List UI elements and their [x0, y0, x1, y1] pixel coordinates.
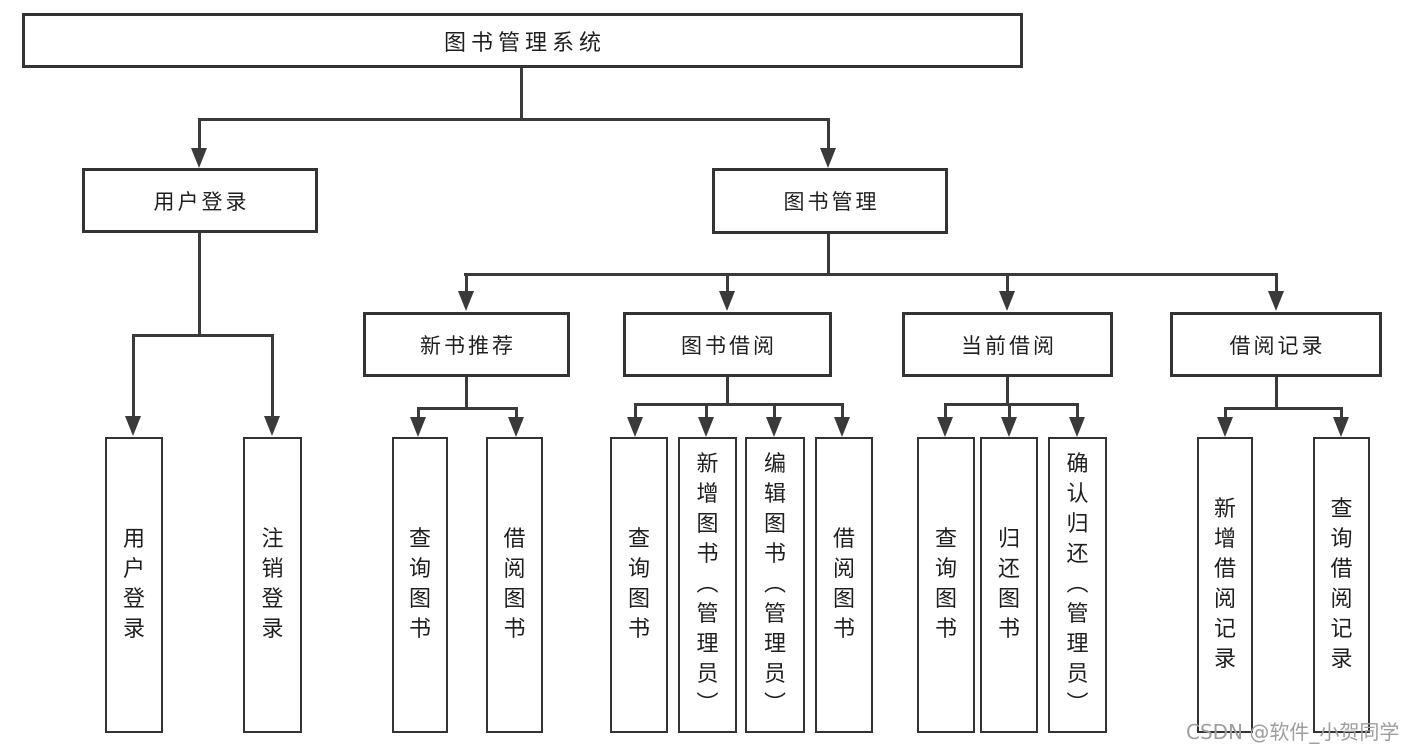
connector-line	[417, 407, 420, 420]
node-user-login-action: 用 户 登 录	[105, 437, 163, 733]
node-label: 新 增 借 阅 记 录	[1213, 497, 1236, 672]
node-label: 新 增 图 书 ︵ 管 理 员 ︶	[696, 452, 719, 717]
node-label: 查 询 借 阅 记 录	[1330, 497, 1353, 672]
node-edit-books-admin: 编 辑 图 书 ︵ 管 理 员 ︶	[745, 437, 805, 733]
connector-line	[198, 118, 830, 121]
node-label: 借 阅 图 书	[832, 527, 855, 642]
connector-line	[520, 68, 523, 119]
connector-line	[634, 403, 844, 406]
arrowhead	[1217, 417, 1233, 437]
node-new-book-recommend: 新书推荐	[363, 312, 570, 377]
node-label: 确 认 归 还 ︵ 管 理 员 ︶	[1066, 452, 1089, 717]
arrowhead	[719, 291, 735, 311]
connector-line	[1006, 273, 1009, 292]
arrowhead	[1333, 417, 1349, 437]
arrowhead	[937, 417, 953, 437]
connector-line	[465, 273, 468, 292]
node-label: 借阅记录	[1229, 333, 1326, 358]
connector-line	[1008, 403, 1011, 418]
connector-line	[198, 118, 201, 150]
arrowhead	[125, 416, 141, 436]
connector-line	[1340, 407, 1343, 420]
arrowhead	[410, 417, 426, 437]
connector-line	[841, 403, 844, 418]
node-label: 归 还 图 书	[997, 527, 1020, 642]
node-add-books-admin: 新 增 图 书 ︵ 管 理 员 ︶	[678, 437, 737, 733]
node-recommend-query-books: 查 询 图 书	[392, 437, 448, 733]
node-label: 用 户 登 录	[122, 527, 145, 642]
arrowhead	[999, 291, 1015, 311]
node-current-borrow: 当前借阅	[902, 312, 1113, 377]
connector-line	[944, 403, 1079, 406]
node-label: 注 销 登 录	[261, 527, 284, 642]
node-book-management: 图书管理	[712, 168, 948, 234]
arrowhead	[820, 148, 836, 168]
connector-line	[726, 377, 729, 406]
node-book-borrow: 图书借阅	[623, 312, 832, 377]
node-label: 新书推荐	[420, 333, 516, 358]
node-confirm-return-admin: 确 认 归 还 ︵ 管 理 员 ︶	[1048, 437, 1107, 733]
connector-line	[1224, 407, 1343, 410]
connector-line	[1006, 377, 1009, 406]
arrowhead	[627, 417, 643, 437]
node-label: 编 辑 图 书 ︵ 管 理 员 ︶	[763, 452, 786, 717]
node-label: 查 询 图 书	[408, 527, 431, 642]
connector-line	[417, 407, 518, 410]
node-add-borrow-record: 新 增 借 阅 记 录	[1197, 437, 1253, 733]
node-query-borrow-record: 查 询 借 阅 记 录	[1313, 437, 1370, 733]
node-label: 图书管理	[783, 190, 880, 214]
node-logout-action: 注 销 登 录	[243, 437, 302, 733]
arrowhead	[1268, 291, 1284, 311]
connector-line	[827, 234, 830, 276]
connector-line	[634, 403, 637, 418]
node-label: 用户登录	[153, 189, 250, 214]
node-label: 图书管理系统	[443, 30, 606, 56]
connector-line	[1275, 273, 1278, 292]
node-label: 借 阅 图 书	[503, 527, 526, 642]
connector-line	[271, 334, 274, 419]
node-borrow-books-action: 借 阅 图 书	[815, 437, 873, 733]
node-recommend-borrow-books: 借 阅 图 书	[486, 437, 543, 733]
node-label: 查 询 图 书	[934, 527, 957, 642]
connector-line	[465, 377, 468, 410]
arrowhead	[766, 417, 782, 437]
node-return-books: 归 还 图 书	[980, 437, 1038, 733]
arrowhead	[508, 417, 524, 437]
node-current-query-books: 查 询 图 书	[917, 437, 975, 733]
connector-line	[132, 334, 135, 419]
node-label: 查 询 图 书	[627, 527, 650, 642]
node-label: 当前借阅	[961, 333, 1057, 358]
node-user-login: 用户登录	[82, 168, 318, 233]
csdn-watermark: CSDN @软件_小贺同学	[1186, 720, 1400, 744]
connector-line	[132, 334, 274, 337]
arrowhead	[1069, 417, 1085, 437]
arrowhead	[698, 417, 714, 437]
arrowhead	[264, 416, 280, 436]
arrowhead	[458, 291, 474, 311]
connector-line	[1224, 407, 1227, 420]
connector-line	[726, 273, 729, 292]
connector-line	[705, 403, 708, 418]
connector-line	[944, 403, 947, 418]
node-borrow-records: 借阅记录	[1170, 312, 1382, 377]
arrowhead	[191, 148, 207, 168]
connector-line	[827, 118, 830, 150]
connector-line	[515, 407, 518, 420]
connector-line	[1076, 403, 1079, 418]
connector-line	[773, 403, 776, 418]
node-system-root: 图书管理系统	[22, 13, 1023, 68]
connector-line	[1275, 377, 1278, 410]
node-label: 图书借阅	[681, 333, 777, 358]
node-borrow-query-books: 查 询 图 书	[610, 437, 668, 733]
connector-line	[464, 273, 1278, 276]
arrowhead	[1001, 417, 1017, 437]
connector-line	[198, 233, 201, 337]
arrowhead	[834, 417, 850, 437]
